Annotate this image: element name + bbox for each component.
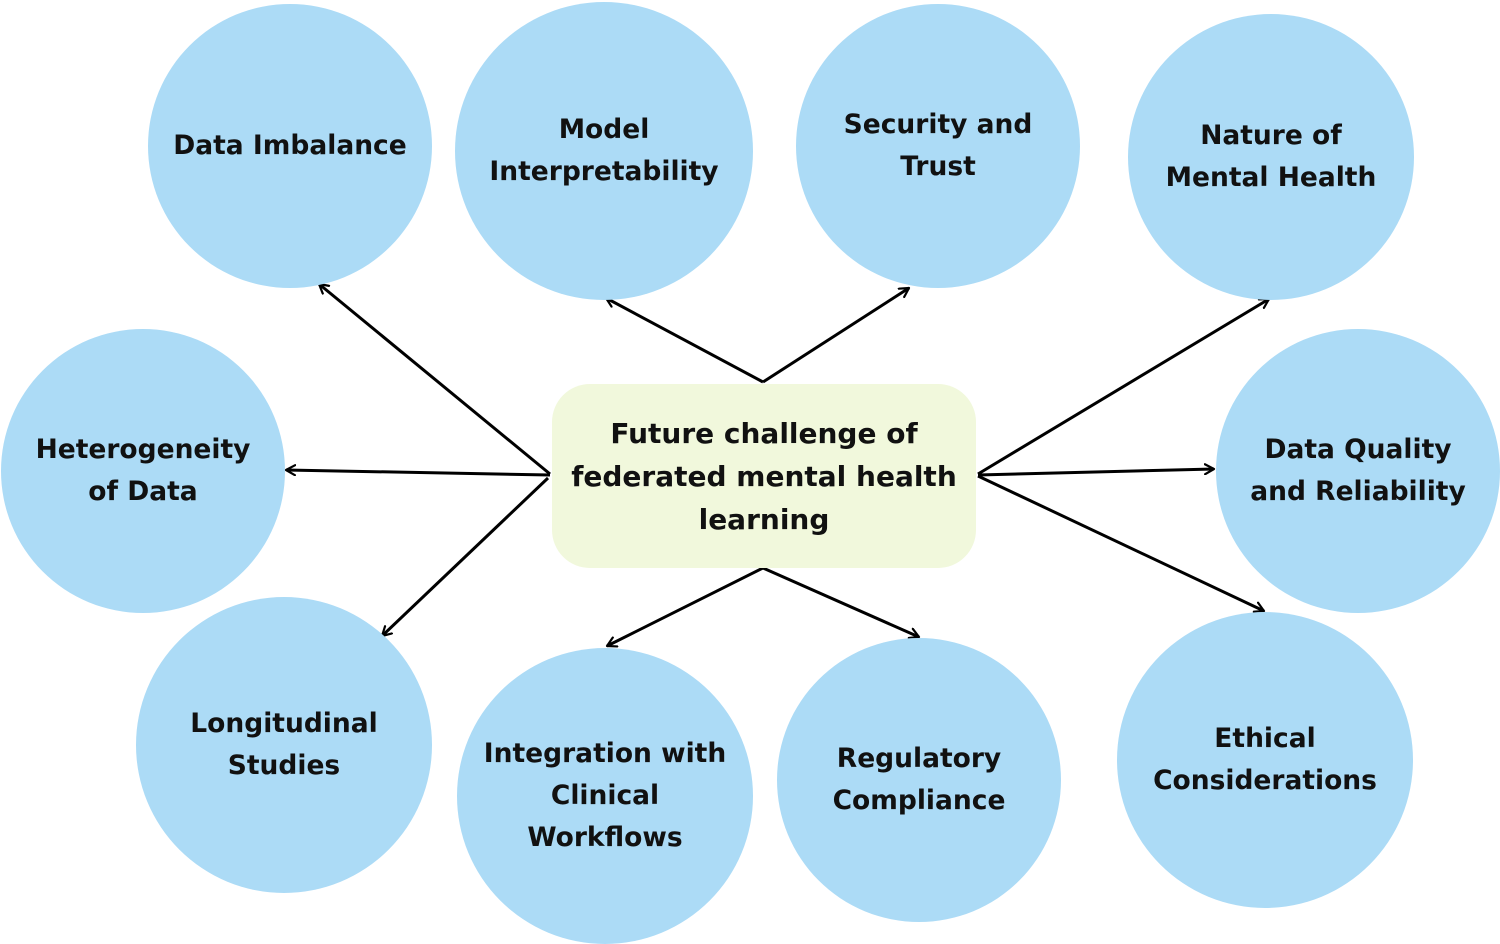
node-longitudinal-studies: Longitudinal Studies [136,597,432,893]
node-label: Ethical Considerations [1153,723,1377,796]
node-regulatory-compliance: Regulatory Compliance [777,638,1061,922]
arrow-to-security-and-trust [762,286,909,384]
node-heterogeneity-of-data: Heterogeneity of Data [1,329,285,613]
node-integration-with-clinical-workflows: Integration with Clinical Workflows [457,648,753,944]
arrow-to-regulatory-compliance [762,566,919,637]
arrow-to-data-quality-and-reliability [977,469,1214,477]
arrow-to-longitudinal-studies [382,476,550,636]
node-label: Heterogeneity of Data [35,434,251,507]
arrow-to-nature-of-mental-health [977,297,1269,476]
node-ethical-considerations: Ethical Considerations [1117,612,1413,908]
node-label: Data Quality and Reliability [1250,434,1466,507]
node-data-imbalance: Data Imbalance [148,4,432,288]
arrow-to-integration-with-clinical-workflows [607,566,764,646]
node-label: Longitudinal Studies [190,708,378,781]
node-label: Model Interpretability [489,114,719,187]
node-label: Data Imbalance [173,130,407,161]
node-model-interpretability: Model Interpretability [455,2,753,300]
arrow-to-model-interpretability [606,296,764,384]
arrow-to-data-imbalance [319,282,551,476]
node-data-quality-and-reliability: Data Quality and Reliability [1216,329,1500,613]
center-topic-label: Future challenge of federated mental hea… [571,416,957,536]
arrow-to-heterogeneity-of-data [286,470,551,477]
center-topic-box: Future challenge of federated mental hea… [552,384,976,568]
node-label: Regulatory Compliance [832,743,1006,816]
node-security-and-trust: Security and Trust [796,4,1080,288]
node-label: Integration with Clinical Workflows [483,738,727,853]
node-label: Security and Trust [843,109,1033,182]
arrow-to-ethical-considerations [977,474,1264,611]
node-label: Nature of Mental Health [1165,120,1377,193]
node-nature-of-mental-health: Nature of Mental Health [1128,14,1414,300]
